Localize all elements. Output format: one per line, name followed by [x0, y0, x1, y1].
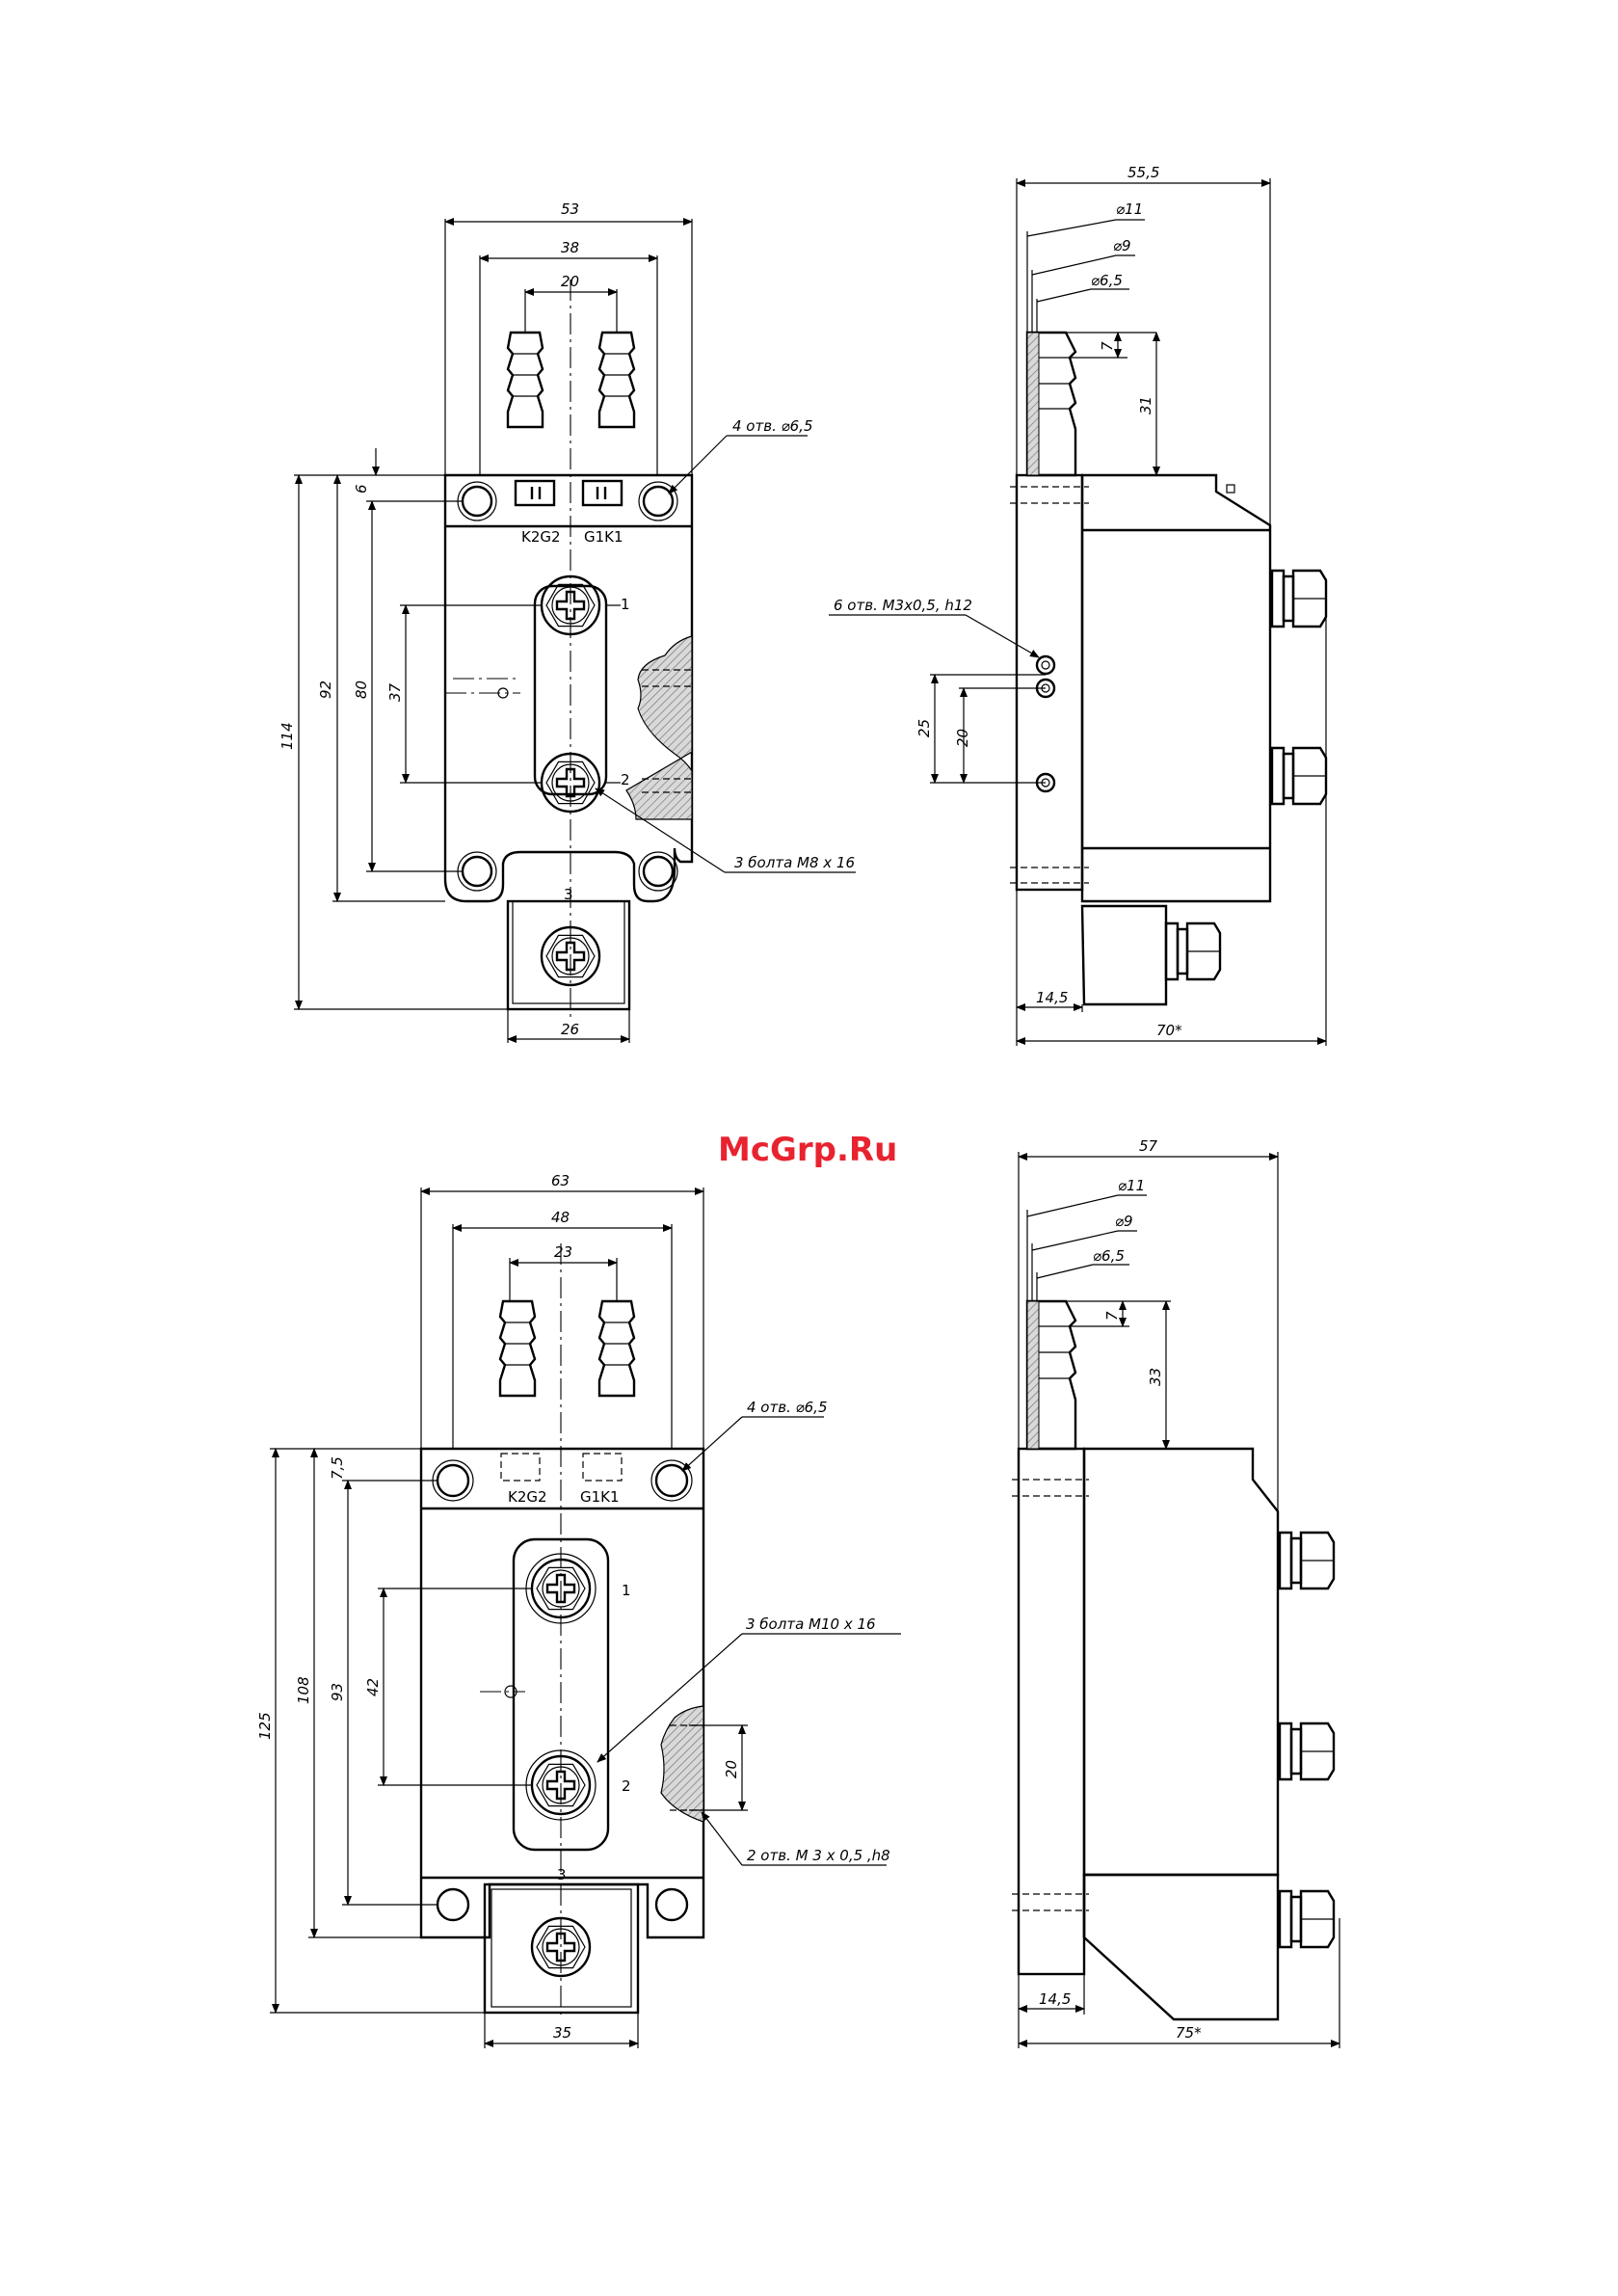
dim-2-pitch-outer: 48 [551, 1209, 570, 1226]
dim-width: 53 [561, 200, 579, 218]
module-body [1082, 475, 1270, 901]
mount-hole-2-bottom-left [438, 1889, 468, 1920]
module-body-2 [1084, 1449, 1278, 1875]
dim-pitch-outer: 38 [561, 239, 579, 256]
dim-2-hole-spacing: 93 [329, 1683, 346, 1701]
terminal-2-nut-2 [1280, 1723, 1334, 1779]
dim-2-pitch-inner: 23 [554, 1243, 572, 1261]
terminal-2-nut-3 [1280, 1891, 1334, 1947]
pin-connector-left [516, 481, 554, 505]
terminal-nut-1 [1272, 571, 1326, 627]
water-fitting-right [599, 333, 634, 427]
dim-flange: 14,5 [1036, 989, 1068, 1006]
cooler-plate-2 [1019, 1449, 1084, 1974]
dim-pitch-inner: 20 [561, 273, 579, 290]
dim-holes-25: 25 [915, 719, 933, 737]
terminal-2-label-2: 2 [622, 1777, 631, 1795]
dia-mid: ⌀9 [1113, 237, 1131, 254]
dim-top-offset: 6 [353, 484, 370, 494]
dim-hole-spacing: 80 [353, 681, 370, 699]
cooler-plate [1017, 475, 1082, 890]
terminal-2-nut-1 [1280, 1533, 1334, 1589]
callout-2-bolts: 3 болта М10 х 16 [746, 1615, 876, 1633]
dim-2-width: 63 [551, 1172, 570, 1189]
dim-mount-height: 92 [317, 681, 334, 699]
drawing-2-side-view: 57 ⌀11 ⌀9 ⌀6,5 7 33 14,5 75* [1012, 1137, 1339, 2048]
callout-bolts: 3 болта М8 х 16 [734, 854, 855, 871]
drawing-1-front-view: 1 2 3 K2G2 G1K1 53 38 20 114 92 80 6 37 … [279, 200, 856, 1043]
dim-fitting-step: 7 [1099, 341, 1116, 351]
drawing-2-front-view: 1 2 3 K2G2 G1K1 63 48 23 125 108 93 7,5 … [256, 1172, 901, 2048]
dim-2-lug-width: 35 [553, 2024, 571, 2042]
terminal-2-label-1: 1 [622, 1582, 631, 1599]
mount-hole-2-top-right [656, 1465, 687, 1496]
dim-terminal-spacing: 37 [386, 682, 404, 702]
mount-hole-bottom-left [463, 857, 491, 886]
terminal-nut-3 [1166, 923, 1220, 979]
dim-holes-20: 20 [954, 729, 971, 747]
dia-2-mid: ⌀9 [1115, 1213, 1133, 1230]
dim-2-depth: 57 [1139, 1137, 1158, 1155]
water-fitting-left [508, 333, 543, 427]
water-fitting-2-left [500, 1301, 535, 1396]
dim-2-holes-20: 20 [723, 1760, 740, 1778]
callout-thread-holes: 6 отв. М3х0,5, h12 [834, 597, 972, 614]
water-fitting-2-right [599, 1301, 634, 1396]
terminal-label-3: 3 [564, 886, 573, 903]
dim-2-mount-height: 108 [295, 1676, 312, 1704]
dim-fitting-height: 31 [1137, 396, 1154, 414]
watermark: McGrp.Ru [718, 1131, 897, 1169]
dim-total-depth: 70* [1156, 1022, 1182, 1039]
dim-2-terminal-spacing: 42 [364, 1678, 382, 1696]
dim-total-height: 114 [279, 722, 296, 750]
dim-2-fitting-step: 7 [1103, 1311, 1121, 1321]
terminal-2-label-3: 3 [557, 1866, 567, 1883]
mount-hole-bottom-right [644, 857, 673, 886]
mount-hole-top-right [644, 487, 673, 516]
pin-connector-right [583, 481, 622, 505]
callout-holes: 4 отв. ⌀6,5 [732, 417, 813, 435]
dim-2-total-height: 125 [256, 1712, 274, 1740]
thread-hole-1 [1037, 656, 1054, 674]
dim-depth: 55,5 [1127, 164, 1159, 181]
dim-2-top-offset: 7,5 [329, 1456, 346, 1480]
terminal-label-2: 2 [621, 771, 630, 788]
terminal-lug [508, 901, 629, 1009]
dim-2-flange: 14,5 [1039, 1990, 1071, 2008]
drawing-1-side-view: 55,5 ⌀11 ⌀9 ⌀6,5 7 31 6 отв. М3х0,5, h12… [829, 164, 1326, 1046]
mount-hole-top-left [463, 487, 491, 516]
dim-2-fitting-height: 33 [1147, 1368, 1164, 1386]
dim-lug-width: 26 [561, 1021, 579, 1038]
dim-2-total-depth: 75* [1176, 2024, 1202, 2042]
pin-label-2-left: K2G2 [508, 1488, 547, 1506]
dia-inner: ⌀6,5 [1091, 272, 1123, 289]
terminal-nut-2 [1272, 748, 1326, 804]
callout-2-holes: 4 отв. ⌀6,5 [747, 1399, 828, 1416]
mounting-plate-2 [421, 1449, 703, 1937]
dia-2-inner: ⌀6,5 [1093, 1247, 1125, 1265]
mount-hole-2-top-left [438, 1465, 468, 1496]
pin-label-2-right: G1K1 [580, 1488, 620, 1506]
callout-2-threads: 2 отв. М 3 х 0,5 ,h8 [747, 1847, 890, 1864]
terminal-label-1: 1 [621, 596, 630, 613]
pin-label-right: G1K1 [584, 528, 623, 546]
lug-side-2 [1084, 1875, 1278, 2019]
section-hatch-2 [661, 1706, 703, 1822]
dia-outer: ⌀11 [1116, 200, 1143, 218]
mount-hole-2-bottom-right [656, 1889, 687, 1920]
lug-side [1082, 906, 1166, 1004]
dia-2-outer: ⌀11 [1118, 1177, 1145, 1194]
pin-label-left: K2G2 [521, 528, 561, 546]
